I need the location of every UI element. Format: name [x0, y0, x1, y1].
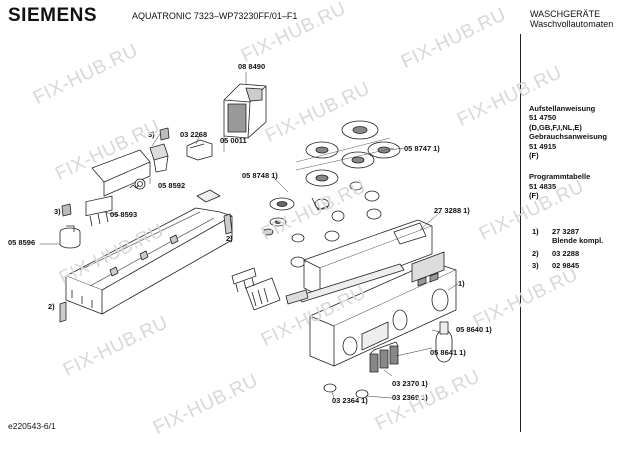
clip-bottom-part [59, 301, 67, 323]
footnote-key: 3) [532, 261, 539, 271]
doc-line: 51 4915 [529, 141, 557, 151]
connector-part [149, 143, 169, 173]
doc-line: (F) [529, 151, 539, 161]
footnote-key: 2) [532, 248, 539, 258]
brand-logo: SIEMENS [8, 5, 98, 26]
footnote-key: 1) [532, 227, 539, 236]
part-label-2-mid: 2) [226, 234, 233, 243]
part-label-05-8596: 05 8596 [8, 238, 36, 247]
leader-lines [40, 72, 459, 399]
doc-line: Programmtabelle [529, 172, 591, 182]
small-knob-part [323, 383, 337, 393]
part-label-1-panel: 1) [458, 279, 465, 288]
part-label-3-top: 3) [148, 130, 155, 139]
footnote-text: Blende kompl. [552, 235, 604, 245]
footnote-3: 3) 02 9845 [532, 262, 603, 271]
small-knob-part [355, 389, 369, 399]
control-panel-part [303, 219, 433, 297]
doc-line: 51 4750 [529, 113, 557, 123]
sidebar-divider [520, 34, 521, 432]
bracket-part [186, 139, 213, 161]
part-label-3-left: 3) [54, 207, 61, 216]
category-title: WASCHGERÄTE [530, 9, 601, 19]
part-label-03-2268: 03 2268 [180, 130, 208, 139]
part-label-05-0011: 05 0011 [220, 136, 247, 145]
module-part [91, 149, 151, 197]
plate-part [196, 189, 221, 203]
chassis-frame-part [65, 207, 233, 315]
footnotes: 1) 27 3287 Blende kompl. 2) 03 2288 3) 02 9… [532, 227, 604, 271]
footnote-1-desc: Blende kompl. [532, 235, 604, 246]
small-knob-set-part [311, 181, 382, 242]
doc-line: Aufstellanweisung [529, 104, 596, 113]
doc-line: Gebrauchsanweisung [529, 132, 607, 142]
push-buttons-part [369, 341, 399, 373]
part-label-05-8592: 05 8592 [158, 181, 186, 190]
clip-part [159, 127, 170, 141]
clip-mid-part [223, 213, 233, 235]
part-label-08-8490: 08 8490 [238, 62, 266, 71]
clip-left-part [61, 203, 72, 217]
terminal-clips-part [231, 267, 257, 293]
ring-set-part [262, 197, 306, 268]
doc-line: (F) [529, 191, 539, 201]
document-number: e220543-6/1 [8, 421, 56, 431]
category-subtitle: Waschvollautomaten [530, 19, 614, 29]
footnote-text: 03 2288 [552, 248, 580, 258]
doc-line: 51 4835 [529, 181, 557, 191]
button-block-part [245, 277, 309, 311]
footnote-2: 2) 03 2288 [532, 248, 603, 259]
knob-set-part [295, 120, 401, 187]
footnote-text: 02 9845 [552, 261, 580, 271]
program-knob-part [435, 321, 453, 363]
part-label-05-8593: 05 8593 [110, 210, 138, 219]
model-title: AQUATRONIC 7323–WP73230FF/01–F1 [132, 11, 298, 21]
pump-unit-part [223, 83, 267, 139]
switch-part [85, 195, 113, 227]
documentation-list: Aufstellanweisung 51 4750 (D,GB,F,I,NL,E… [529, 104, 607, 201]
selector-part [59, 225, 81, 249]
part-label-2-left: 2) [48, 302, 55, 311]
footnote-text: 27 3287 [552, 227, 580, 236]
footnote-1: 1) 27 3287 [532, 227, 603, 237]
doc-line: (D,GB,F,I,NL,E) [529, 122, 582, 132]
front-fascia-part [309, 251, 457, 367]
